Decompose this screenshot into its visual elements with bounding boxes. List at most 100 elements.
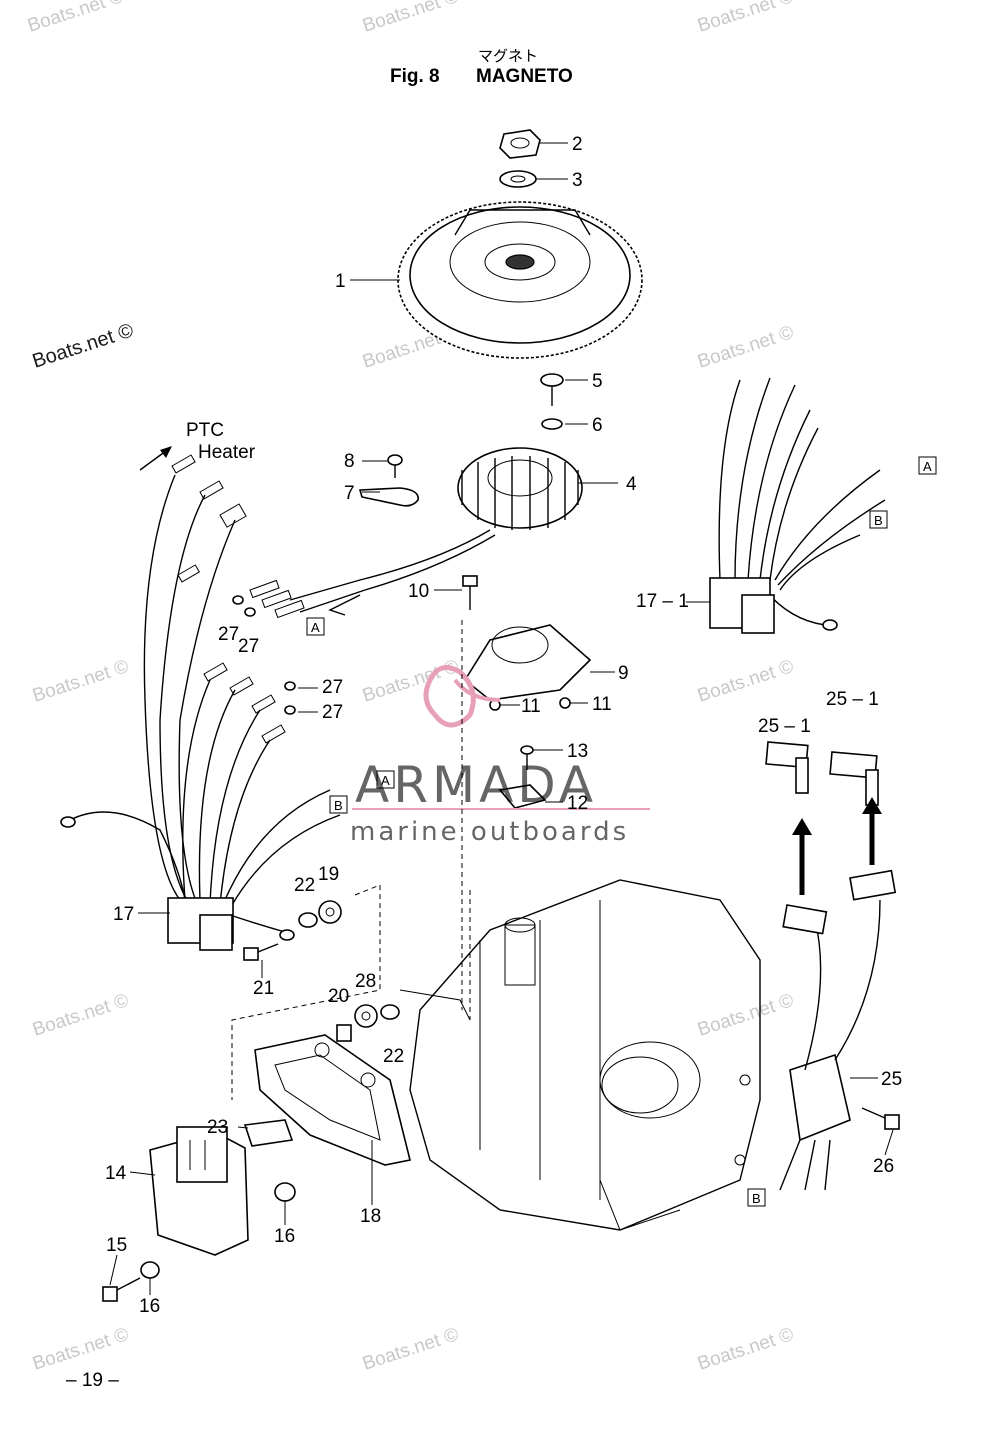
part-label-27: 27	[218, 624, 239, 645]
svg-text:B: B	[874, 513, 883, 528]
clamp-part-7	[358, 487, 419, 507]
part-label-2: 2	[572, 134, 583, 155]
part-label-9: 9	[618, 663, 629, 684]
connector-marker-b: B	[329, 795, 348, 814]
svg-text:B: B	[334, 798, 343, 813]
bushing-part-19	[318, 900, 342, 924]
part-number-labels: 1 2 3 4 5 6 7 8 9 10 11 11 12 13 14 15 1…	[105, 134, 902, 1317]
part-label-20: 20	[328, 986, 349, 1007]
svg-text:B: B	[752, 1191, 761, 1206]
part-label-16: 16	[274, 1226, 295, 1247]
ignition-coil-part-25	[779, 869, 897, 1191]
svg-text:A: A	[923, 459, 932, 474]
part-label-28: 28	[355, 971, 376, 992]
part-label-14: 14	[105, 1163, 127, 1184]
heater-label: Heater	[198, 442, 256, 463]
pulser-coil-part-9	[463, 624, 592, 701]
watermark: Boats.net ©	[360, 1324, 461, 1375]
bolt-part-10	[462, 575, 478, 610]
flywheel-part-1	[397, 201, 643, 359]
part-label-27: 27	[322, 702, 343, 723]
part-label-27: 27	[238, 636, 259, 657]
watermark: Boats.net ©	[695, 0, 796, 37]
connector-marker-b: B	[869, 510, 888, 529]
figure-label: Fig. 8	[390, 66, 440, 87]
watermark: Boats.net ©	[695, 656, 796, 707]
connector-marker-a: A	[306, 617, 325, 636]
wire-harness-part-17-1	[709, 377, 886, 634]
bushing-part-28	[354, 1004, 378, 1028]
part-label-11: 11	[521, 696, 541, 717]
part-label-22: 22	[294, 875, 315, 896]
connector-part-27	[244, 607, 256, 617]
leader-lines	[109, 279, 894, 1295]
stator-part-4	[457, 447, 583, 530]
watermark: Boats.net ©	[360, 0, 461, 37]
watermark: Boats.net ©	[30, 990, 131, 1041]
spark-plug-cap-part-25-1	[765, 741, 809, 794]
screw-part-8	[387, 454, 403, 478]
part-label-11: 11	[592, 694, 612, 715]
watermark: Boats.net ©	[695, 990, 796, 1041]
part-label-17-1: 17 – 1	[636, 591, 689, 612]
part-label-5: 5	[592, 371, 603, 392]
washer-part-6	[541, 418, 563, 430]
part-label-7: 7	[344, 483, 355, 504]
brand-tagline: marine outboards	[350, 817, 629, 847]
collar-part-20	[336, 1024, 352, 1042]
connector-part-27	[284, 681, 296, 691]
watermark: Boats.net ©	[30, 1324, 131, 1375]
washer-part-16	[274, 1182, 296, 1202]
clamp-part-12	[498, 784, 547, 809]
connector-marker-b: B	[747, 1188, 766, 1207]
part-label-17: 17	[113, 904, 134, 925]
connector-part-27	[284, 705, 296, 715]
arrow-icon	[862, 797, 882, 865]
arrow-icon	[139, 446, 172, 471]
page-number: – 19 –	[66, 1370, 119, 1391]
part-label-25: 25	[881, 1069, 902, 1090]
cdi-unit-part-14	[149, 1126, 249, 1256]
bolt-part-5	[540, 373, 564, 406]
connector-marker-a: A	[918, 456, 937, 475]
part-label-25-1: 25 – 1	[826, 689, 879, 710]
part-label-13: 13	[567, 741, 588, 762]
spark-plug-cap-part-25-1	[829, 751, 879, 806]
watermark: Boats.net ©	[30, 656, 131, 707]
part-label-10: 10	[408, 581, 429, 602]
bolt-part-26	[861, 1107, 900, 1130]
connector-marker-a: A	[376, 770, 395, 789]
cushion-part-23	[243, 1119, 294, 1147]
title-japanese: マグネト	[478, 47, 538, 65]
washer-part-3	[499, 170, 537, 188]
part-label-4: 4	[626, 474, 637, 495]
brand-watermark: ARMADA marine outboards	[350, 665, 650, 847]
watermark: Boats.net ©	[695, 322, 796, 373]
watermark: Boats.net ©	[25, 0, 126, 37]
arrow-icon	[792, 818, 812, 895]
grommet-part-11	[559, 697, 571, 709]
ptc-label: PTC	[186, 420, 224, 441]
watermark: Boats.net ©	[30, 319, 137, 372]
watermark-layer: Boats.net © Boats.net © Boats.net © Boat…	[25, 0, 796, 1375]
brand-name: ARMADA	[355, 756, 597, 814]
nut-part-2	[499, 129, 541, 159]
bolt-part-15	[102, 1277, 141, 1302]
watermark: Boats.net ©	[360, 656, 461, 707]
part-label-21: 21	[253, 978, 274, 999]
connector-part-27	[232, 595, 244, 605]
washer-part-22	[380, 1004, 400, 1020]
engine-block	[399, 879, 761, 1231]
part-label-6: 6	[592, 415, 603, 436]
part-label-8: 8	[344, 451, 355, 472]
part-label-27: 27	[322, 677, 343, 698]
part-label-18: 18	[360, 1206, 381, 1227]
watermark: Boats.net ©	[695, 1324, 796, 1375]
part-label-3: 3	[572, 170, 583, 191]
washer-part-16	[140, 1261, 160, 1279]
svg-text:A: A	[311, 620, 320, 635]
bolt-part-21	[243, 943, 279, 961]
part-label-15: 15	[106, 1235, 127, 1256]
part-label-26: 26	[873, 1156, 894, 1177]
